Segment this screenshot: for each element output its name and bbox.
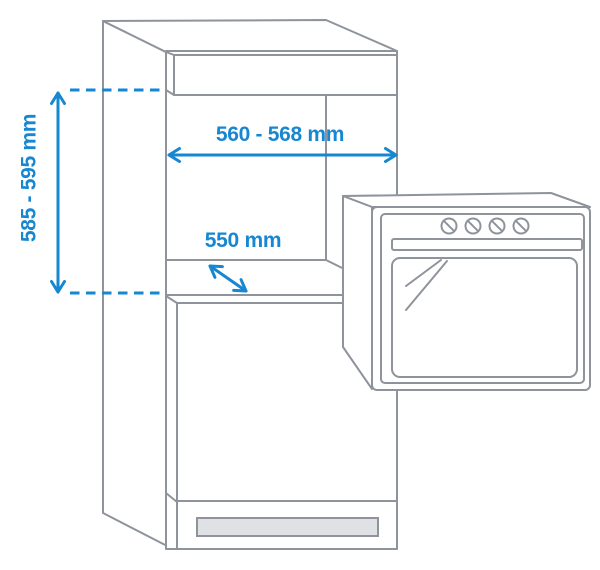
oven-top-face — [342, 192, 591, 208]
niche-depth-label: 550 mm — [205, 229, 281, 252]
built-in-oven — [342, 192, 591, 391]
drawer-panel-chamfer-bottom — [165, 89, 175, 96]
oven-side-panel — [342, 195, 373, 390]
niche-width-label: 560 - 568 mm — [216, 123, 344, 146]
plinth-vent-grille — [196, 517, 379, 537]
oven-knob — [488, 217, 506, 235]
oven-knob-marker — [490, 219, 504, 233]
oven-knob-marker — [466, 219, 480, 233]
oven-front-inner-frame — [380, 213, 585, 384]
oven-knob-marker — [442, 219, 456, 233]
cabinet-lower-door — [176, 302, 398, 502]
oven-knob — [440, 217, 458, 235]
oven-knob-marker — [514, 219, 528, 233]
oven-control-knobs — [440, 217, 530, 235]
dimension-arrow-depth — [208, 264, 248, 293]
oven-knob — [464, 217, 482, 235]
door-chamfer-bottom — [165, 492, 178, 503]
door-chamfer-top — [165, 295, 178, 304]
cabinet-top-drawer-panel — [173, 54, 398, 96]
oven-front-face — [371, 206, 591, 391]
oven-knob — [512, 217, 530, 235]
oven-handle — [391, 238, 583, 251]
oven-window-reflection — [405, 259, 442, 287]
oven-window-reflection — [405, 260, 448, 311]
niche-height-label: 585 - 595 mm — [18, 114, 41, 242]
drawer-panel-chamfer-top — [165, 51, 175, 56]
dimension-annotations: 560 - 568 mm 550 mm 585 - 595 mm — [18, 88, 398, 295]
oven-door-window — [391, 257, 578, 378]
